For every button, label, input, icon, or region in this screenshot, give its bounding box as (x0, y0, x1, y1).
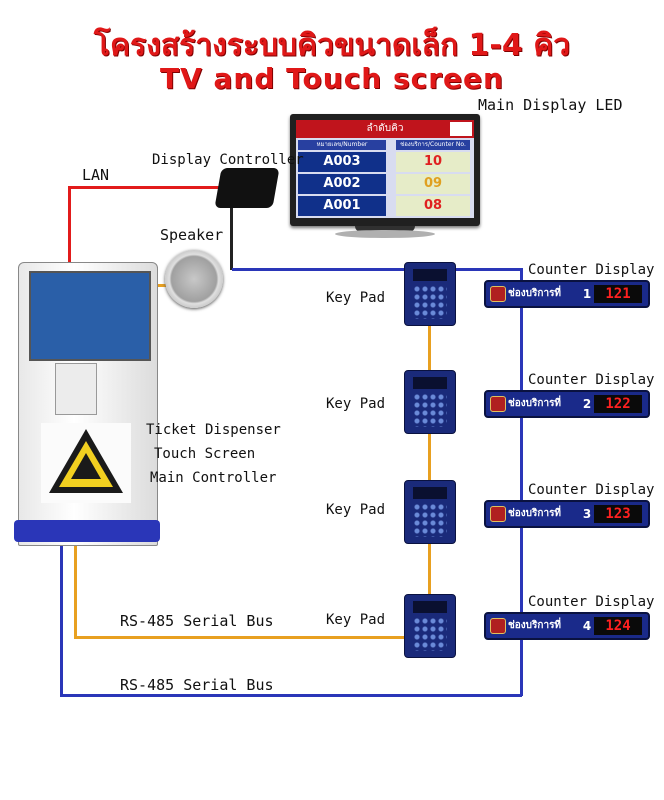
blue-bus-left-vertical (60, 540, 63, 696)
counter-display: ช่องบริการที่ 1 121 (484, 280, 650, 308)
counter-display-label: Counter Display (528, 262, 655, 278)
counter-number: 2 (582, 397, 592, 411)
emblem-icon (490, 286, 506, 302)
display-controller-label: Display Controller (152, 152, 304, 168)
main-controller-label: Main Controller (150, 470, 277, 486)
tv-row-counter: 08 (396, 196, 470, 216)
orange-bus-keypad-vertical (428, 542, 431, 598)
kiosk-touch-screen (29, 271, 151, 361)
orange-bus-horizontal (74, 636, 406, 639)
queue-led: 121 (594, 285, 642, 303)
orange-bus-keypad-vertical (428, 324, 431, 384)
counter-number: 4 (582, 619, 592, 633)
keypad-label: Key Pad (326, 290, 386, 306)
tv-logo-icon (450, 122, 472, 136)
keypad-label: Key Pad (326, 396, 386, 412)
speaker-label: Speaker (160, 226, 224, 244)
tv-row-counter: 10 (396, 152, 470, 172)
queue-led: 124 (594, 617, 642, 635)
blue-bus-tv-link (520, 268, 523, 288)
touch-screen-label: Touch Screen (154, 446, 256, 462)
tv-row-number: A002 (298, 174, 386, 194)
tv-col-counter: ช่องบริการ/Counter No. (396, 140, 470, 150)
display-controller-box (214, 168, 280, 208)
speaker-icon (165, 250, 223, 308)
tv-row-number: A001 (298, 196, 386, 216)
tv-stand (355, 226, 415, 232)
keypad-label: Key Pad (326, 612, 386, 628)
tv-screen: ลำดับคิว หมายเลข/Number ช่องบริการ/Count… (296, 120, 474, 218)
main-display-label: Main Display LED (478, 96, 623, 114)
rs485-orange-label: RS-485 Serial Bus (120, 612, 274, 630)
counter-display-label: Counter Display (528, 482, 655, 498)
tv-stand-base (335, 230, 435, 238)
keypad (404, 370, 456, 434)
service-text: ช่องบริการที่ (508, 508, 562, 519)
emblem-icon (490, 396, 506, 412)
ticket-dispenser-label: Ticket Dispenser (146, 422, 281, 438)
tv-row-counter: 09 (396, 174, 470, 194)
ticket-dispenser-kiosk (18, 262, 158, 546)
company-logo-icon (41, 423, 131, 503)
service-text: ช่องบริการที่ (508, 398, 562, 409)
service-text: ช่องบริการที่ (508, 288, 562, 299)
blue-bus-horizontal (60, 694, 522, 697)
counter-number: 1 (582, 287, 592, 301)
queue-led: 123 (594, 505, 642, 523)
tv-col-number: หมายเลข/Number (298, 140, 386, 150)
diagram-subtitle: TV and Touch screen (160, 62, 504, 95)
emblem-icon (490, 618, 506, 634)
ticket-slot (55, 363, 97, 415)
keypad (404, 480, 456, 544)
keypad (404, 594, 456, 658)
emblem-icon (490, 506, 506, 522)
main-display-tv: ลำดับคิว หมายเลข/Number ช่องบริการ/Count… (290, 114, 480, 226)
keypad (404, 262, 456, 326)
counter-display: ช่องบริการที่ 4 124 (484, 612, 650, 640)
kiosk-base (14, 520, 160, 542)
service-text: ช่องบริการที่ (508, 620, 562, 631)
diagram-title: โครงสร้างระบบคิวขนาดเล็ก 1-4 คิว (93, 28, 571, 63)
lan-wire-horizontal (68, 186, 220, 189)
counter-display: ช่องบริการที่ 2 122 (484, 390, 650, 418)
lan-wire-vertical (68, 186, 71, 264)
speaker-wire (150, 284, 168, 287)
orange-bus-keypad-vertical (428, 432, 431, 484)
counter-display-label: Counter Display (528, 372, 655, 388)
counter-number: 3 (582, 507, 592, 521)
display-link-wire (230, 200, 233, 270)
counter-display: ช่องบริการที่ 3 123 (484, 500, 650, 528)
tv-screen-header: ลำดับคิว (296, 120, 474, 138)
blue-bus-top-link (232, 268, 522, 271)
keypad-label: Key Pad (326, 502, 386, 518)
rs485-blue-label: RS-485 Serial Bus (120, 676, 274, 694)
counter-display-label: Counter Display (528, 594, 655, 610)
queue-led: 122 (594, 395, 642, 413)
lan-label: LAN (82, 166, 110, 184)
orange-bus-left-vertical (74, 540, 77, 638)
tv-row-number: A003 (298, 152, 386, 172)
